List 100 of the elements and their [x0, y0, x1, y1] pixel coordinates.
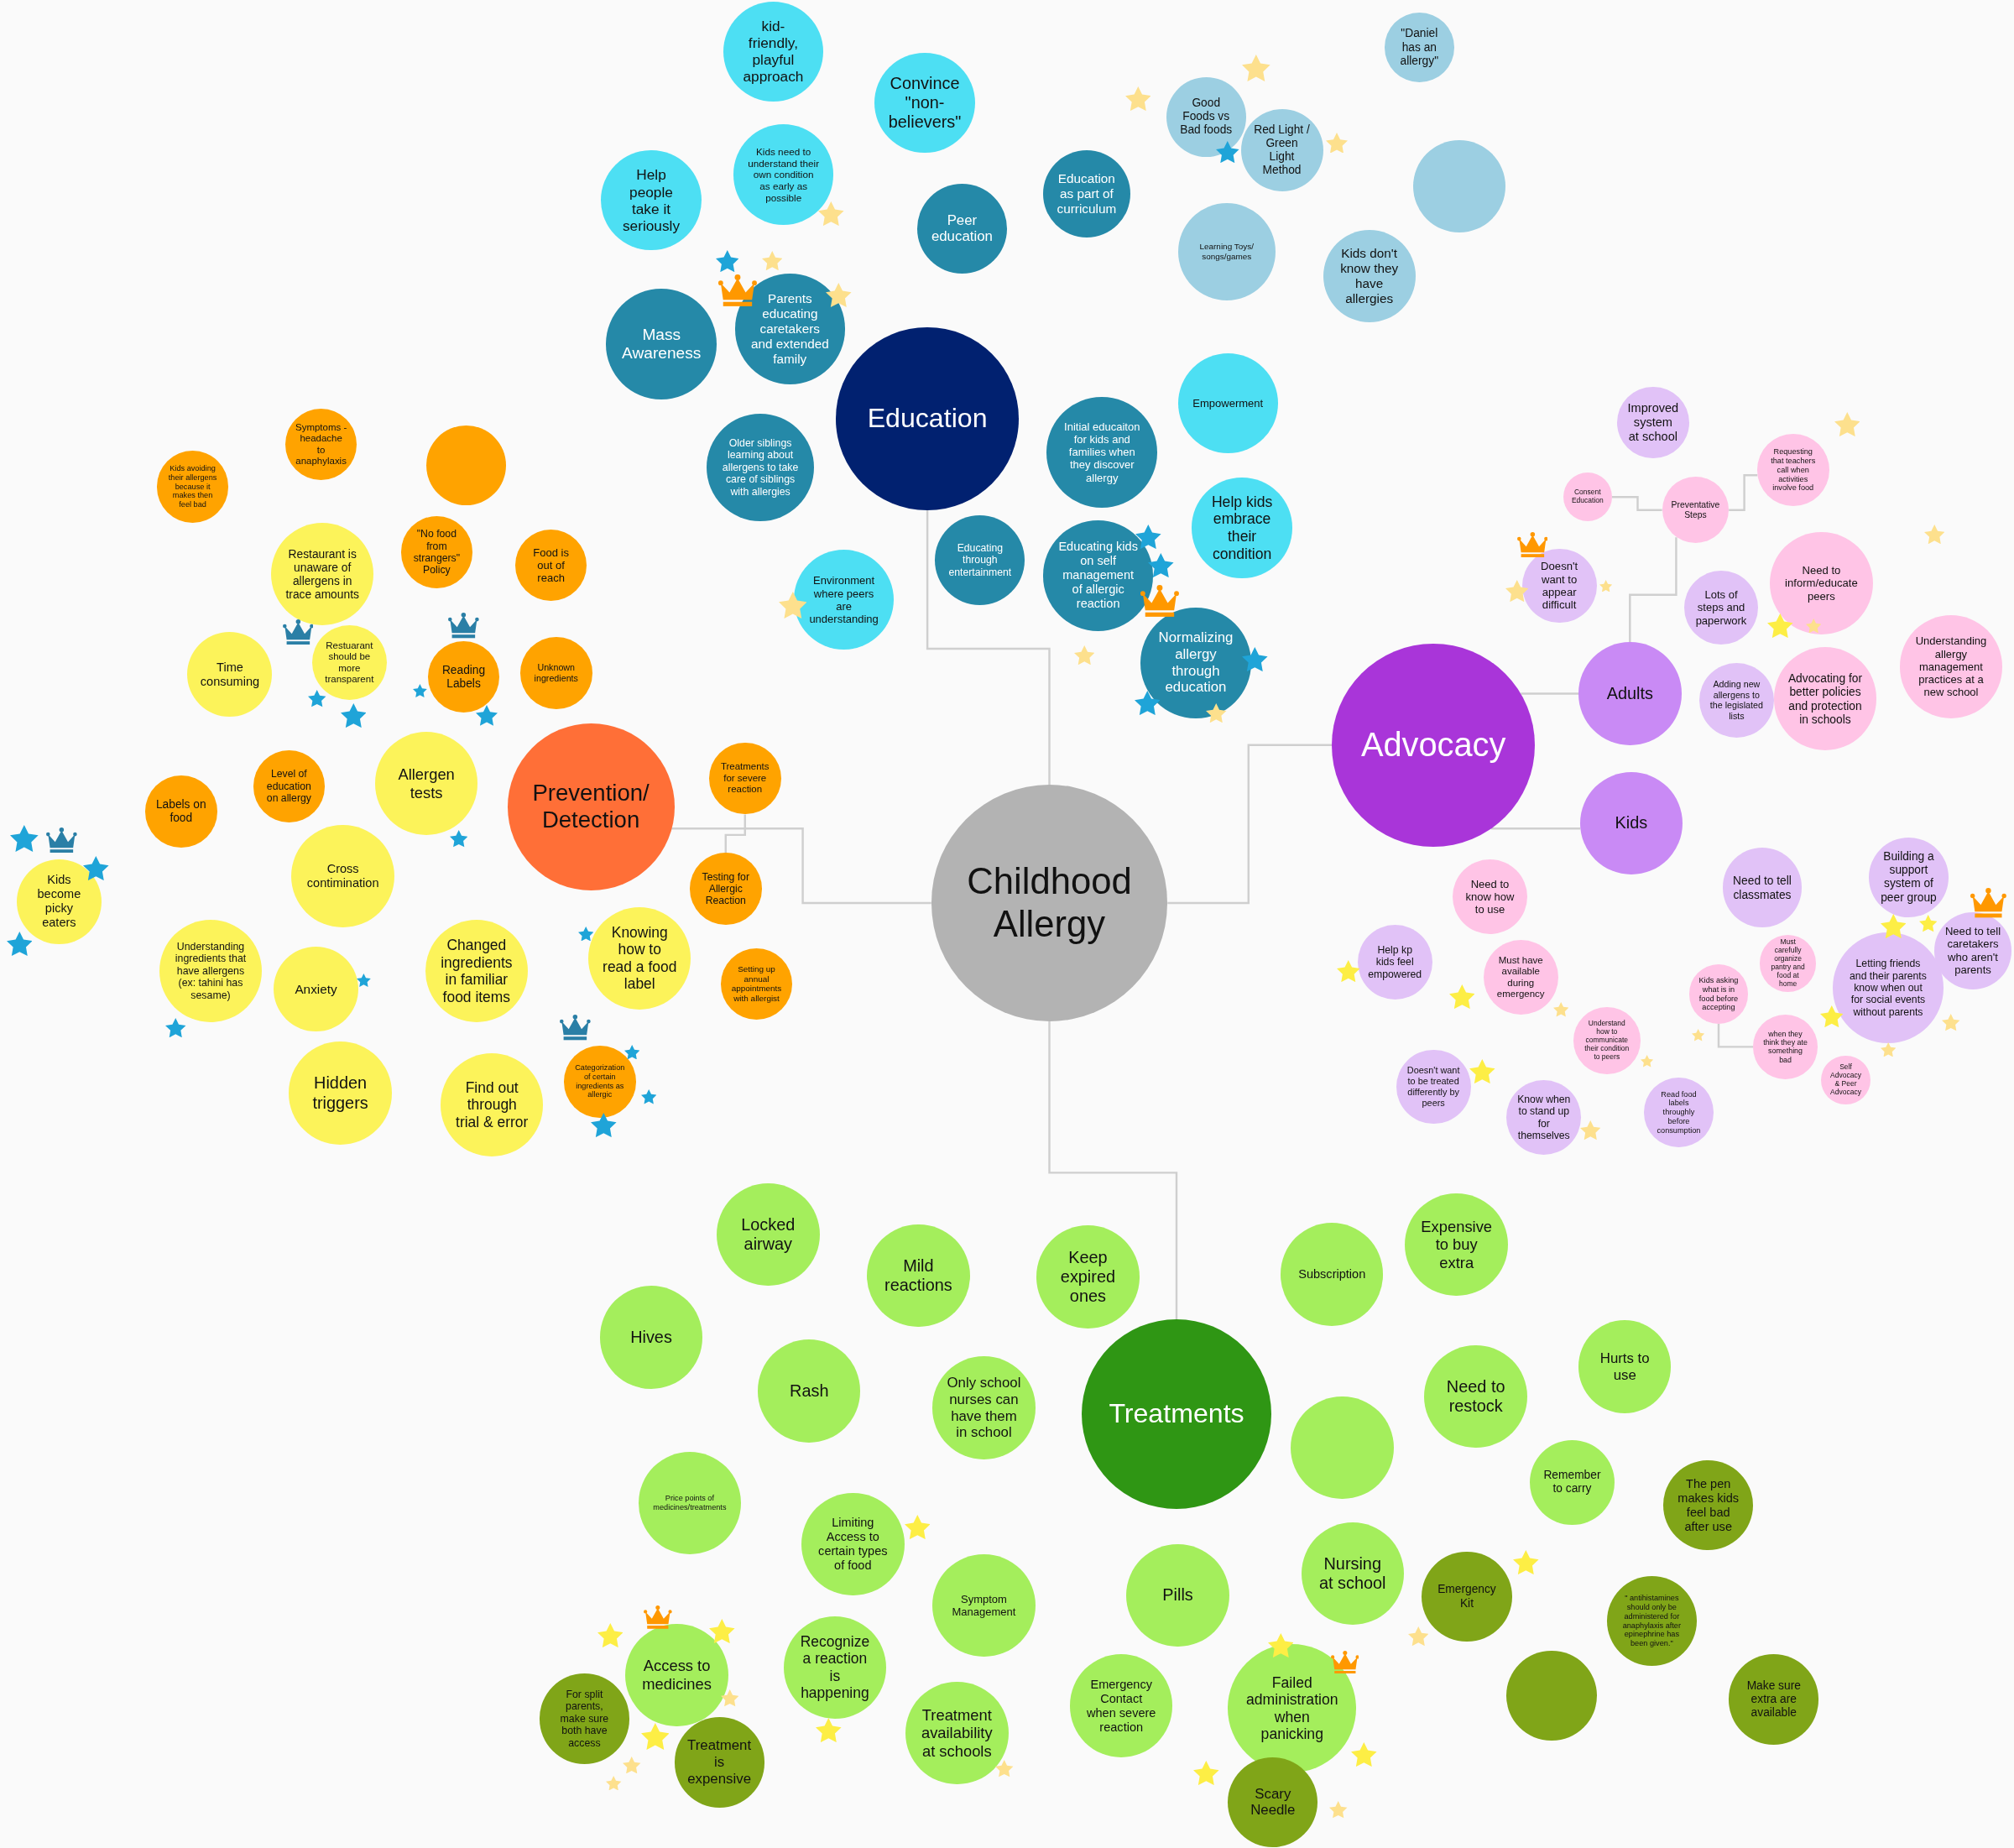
idea-text: kid-friendly, playful approach: [742, 17, 804, 86]
idea-text: Anxiety: [294, 981, 338, 997]
idea-text: Time consuming: [199, 660, 260, 689]
connector-line: [1048, 1021, 1178, 1319]
idea-text: Mass Awareness: [621, 325, 702, 363]
idea-text: Restuarant should be more transparent: [324, 639, 375, 686]
idea-text: Requesting that teachers call when activities involve food: [1770, 447, 1817, 493]
idea-text: Failed administration when panicking: [1245, 1673, 1339, 1743]
idea-text: Empowerment: [1192, 397, 1264, 410]
idea-text: Preventative Steps: [1670, 499, 1720, 520]
idea-text: "No food from strangers" Policy: [412, 528, 461, 577]
idea-text: Need to inform/educate peers: [1784, 563, 1859, 603]
idea-text: Consent Education: [1571, 488, 1604, 506]
idea-text: Unknown ingredients: [533, 662, 579, 684]
idea-text: Locked airway: [740, 1214, 796, 1255]
idea-text: Lots of steps and paperwork: [1695, 588, 1747, 627]
idea-bubble: [625, 1623, 728, 1727]
connector-line: [724, 814, 747, 854]
idea-text: Need to know how to use: [1465, 877, 1515, 916]
idea-text: Need to restock: [1446, 1376, 1506, 1417]
idea-text: Kids don't know they have allergies: [1339, 246, 1399, 306]
idea-text: Limiting Access to certain types of food: [817, 1515, 889, 1573]
idea-text: Labels on food: [155, 798, 207, 826]
idea-text: Symptoms - headache to anaphylaxis: [295, 421, 348, 467]
category-text: Education: [867, 403, 989, 435]
connector-line: [671, 827, 931, 905]
idea-text: For split parents, make sure both have access: [559, 1688, 609, 1750]
subcategory-text: Adults: [1605, 683, 1654, 704]
subcategory-text: Kids: [1614, 813, 1648, 833]
idea-text: Advocating for better policies and protection in schools: [1787, 671, 1863, 726]
connector-line: [1167, 744, 1333, 905]
idea-text: Parents educating caretakers and extended family: [750, 291, 830, 367]
idea-text: Reading Labels: [441, 663, 487, 691]
idea-text: Mild reactions: [884, 1255, 953, 1296]
idea-text: Scary Needle: [1250, 1785, 1297, 1819]
idea-text: Help people take it seriously: [622, 166, 681, 235]
idea-text: Read food labels throughly before consumption: [1656, 1089, 1702, 1135]
idea-text: Setting up annual appointments with allergist: [731, 964, 782, 1004]
idea-text: Find out through trial & error: [455, 1078, 530, 1130]
idea-text: Older siblings learning about allergens to take care of siblings with allergies: [722, 437, 800, 499]
idea-text: Red Light / Green Light Method: [1253, 123, 1311, 178]
idea-text: Subscription: [1297, 1266, 1366, 1282]
idea-text: Must have available during emergency: [1496, 954, 1546, 1000]
idea-text: Testing for Allergic Reaction: [701, 870, 750, 907]
idea-text: Adding new allergens to the legislated lists: [1709, 679, 1764, 722]
idea-text: Understanding ingredients that have allergens (ex: tahini has sesame): [175, 941, 247, 1002]
idea-text: Educating kids on self management of allergic reaction: [1057, 540, 1139, 612]
idea-text: The pen makes kids feel bad after use: [1677, 1476, 1740, 1534]
idea-text: Remember to carry: [1542, 1469, 1602, 1496]
idea-text: Doesn't want to be treated differently by peers: [1406, 1065, 1461, 1109]
idea-text: Symptom Management: [951, 1593, 1016, 1619]
idea-text: Restaurant is unaware of allergens in trace amounts: [284, 546, 360, 602]
idea-text: Learning Toys/ songs/games: [1198, 242, 1255, 262]
idea-text: Food is out of reach: [532, 546, 570, 585]
idea-text: Self Advocacy & Peer Advocacy: [1829, 1063, 1862, 1098]
idea-text: Improved system at school: [1626, 401, 1679, 445]
idea-text: Need to tell caretakers who aren't parents: [1944, 925, 2001, 977]
idea-text: Cross contimination: [306, 861, 380, 890]
idea-text: Help kids embrace their condition: [1211, 493, 1274, 563]
idea-text: Kids become picky eaters: [36, 873, 81, 931]
idea-text: Hidden triggers: [311, 1073, 369, 1113]
idea-text: Good Foods vs Bad foods: [1179, 97, 1233, 138]
idea-text: Only school nurses can have them in school: [946, 1375, 1021, 1441]
connector-line: [1717, 1023, 1754, 1048]
idea-text: Doesn't want to appear difficult: [1540, 560, 1579, 612]
idea-text: Emergency Contact when severe reaction: [1086, 1677, 1157, 1735]
category-text: Treatments: [1108, 1398, 1245, 1430]
idea-text: Peer education: [931, 211, 994, 246]
connector-line: [1521, 692, 1579, 695]
category-text: Advocacy: [1360, 725, 1507, 765]
connector-line: [1729, 474, 1758, 511]
connector-line: [1629, 537, 1677, 643]
idea-text: Pills: [1161, 1585, 1194, 1605]
idea-text: "Daniel has an allergy": [1399, 27, 1439, 68]
connector-line: [1611, 496, 1662, 511]
idea-text: Allergen tests: [397, 765, 456, 802]
idea-text: Convince "non-believers": [888, 73, 963, 133]
idea-text: Treatment is expensive: [686, 1737, 753, 1788]
idea-text: Help kp kids feel empowered: [1367, 943, 1422, 980]
idea-text: " antihistamines should only be administered for anaphylaxis after epinephrine has been given.": [1621, 1594, 1682, 1648]
idea-text: Need to tell classmates: [1732, 874, 1792, 901]
idea-text: Recognize a reaction is happening: [799, 1632, 870, 1702]
category-text: Prevention/ Detection: [531, 780, 650, 834]
idea-text: Rash: [789, 1381, 830, 1402]
idea-text: Know when to stand up for themselves: [1516, 1093, 1572, 1142]
idea-text: Normalizing allergy through education: [1158, 629, 1234, 697]
connector-line: [1490, 827, 1580, 830]
idea-text: Building a support system of peer group: [1880, 850, 1938, 905]
idea-text: Expensive to buy extra: [1420, 1217, 1493, 1272]
idea-text: Kids asking what is in food before accepting: [1698, 976, 1739, 1013]
idea-text: Access to medicines: [641, 1657, 712, 1694]
idea-text: Hives: [629, 1327, 673, 1347]
idea-text: when they think they ate something bad: [1762, 1029, 1808, 1065]
idea-text: Initial educaiton for kids and families when they discover allergy: [1063, 420, 1141, 484]
idea-text: Letting friends and their parents know when out for social events without parents: [1849, 958, 1928, 1018]
idea-text: Categorization of certain ingredients as allergic: [574, 1063, 626, 1100]
idea-text: Understanding allergy management practices at a new school: [1915, 634, 1987, 699]
idea-text: Treatment availability at schools: [921, 1705, 994, 1760]
idea-text: Nursing at school: [1318, 1553, 1387, 1594]
idea-text: Price points of medicines/treatments: [652, 1494, 728, 1512]
